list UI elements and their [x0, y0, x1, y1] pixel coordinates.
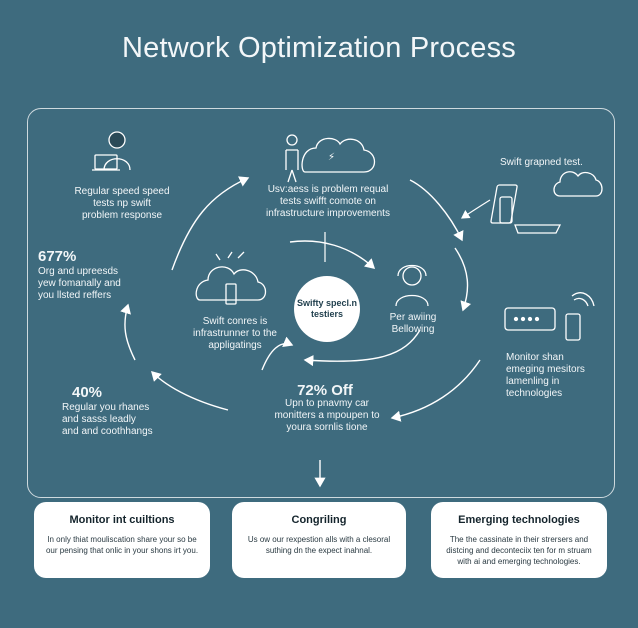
node-top-center: Usv:aess is problem requal tests swifft …: [266, 184, 390, 219]
laptop-cloud-icon: [490, 171, 603, 234]
card-desc: The the cassinate in their strersers and…: [446, 535, 592, 566]
node-top-right: Swift grapned test.: [500, 157, 583, 168]
arrow-top-right-diag: [461, 199, 491, 219]
card-title: Monitor int cuiltions: [69, 514, 175, 526]
card-monitor: Monitor int cuiltions In only thiat moul…: [34, 502, 210, 578]
card-emerging: Emerging technologies The the cassinate …: [431, 502, 607, 578]
stat-value-1: 677%: [38, 248, 77, 265]
headset-person-icon: [395, 264, 429, 307]
card-desc: Us ow our rexpestion alls with a clesora…: [247, 535, 391, 555]
svg-text:⚡: ⚡: [328, 152, 335, 163]
inner-arrow-2: [303, 329, 421, 367]
card-title: Congriling: [291, 514, 347, 526]
stat-value-3: 72% Off: [297, 382, 353, 399]
arrow-bottom-left: [151, 371, 229, 411]
person-laptop-icon: [92, 131, 131, 171]
stat-text-1: Org and upreesds yew fomanally and you l…: [38, 266, 121, 301]
arrow-left-up: [120, 303, 136, 361]
stat-text-2: Regular you rhanes and sasss leadly and …: [62, 402, 153, 437]
node-top-left: Regular speed speed tests np swift probl…: [74, 186, 170, 221]
inner-arrow-3: [261, 336, 294, 371]
person-cloud-icon: ⚡: [285, 134, 376, 183]
center-label: Swifty specl.n testiers: [296, 298, 358, 319]
arrow-top-right: [409, 179, 464, 242]
card-desc: In only thiat mouliscation share your so…: [45, 535, 199, 555]
stat-value-2: 40%: [72, 384, 103, 401]
arrow-right-down: [454, 247, 472, 312]
page-title: Network Optimization Process: [122, 32, 516, 64]
arrow-top-left: [171, 176, 250, 271]
card-congriling: Congriling Us ow our rexpestion alls wit…: [232, 502, 406, 578]
arrow-right-bottom: [390, 359, 481, 422]
node-mid-left: Swift conres is infrastrunner to the app…: [193, 316, 277, 351]
cloud-battery-icon: [195, 251, 267, 305]
node-bottom-center: Upn to pnavmy car monitters a mpoupen to…: [274, 398, 380, 433]
process-panel: [27, 108, 615, 498]
router-phone-icon: [504, 292, 595, 341]
center-circle: Swifty specl.n testiers: [294, 276, 360, 342]
node-right: Monitor shan emeging mesitors lamenling …: [506, 352, 585, 399]
card-title: Emerging technologies: [458, 514, 580, 526]
inner-arrow-1: [289, 240, 376, 269]
node-mid-right: Per awiing Bellowing: [389, 312, 437, 335]
